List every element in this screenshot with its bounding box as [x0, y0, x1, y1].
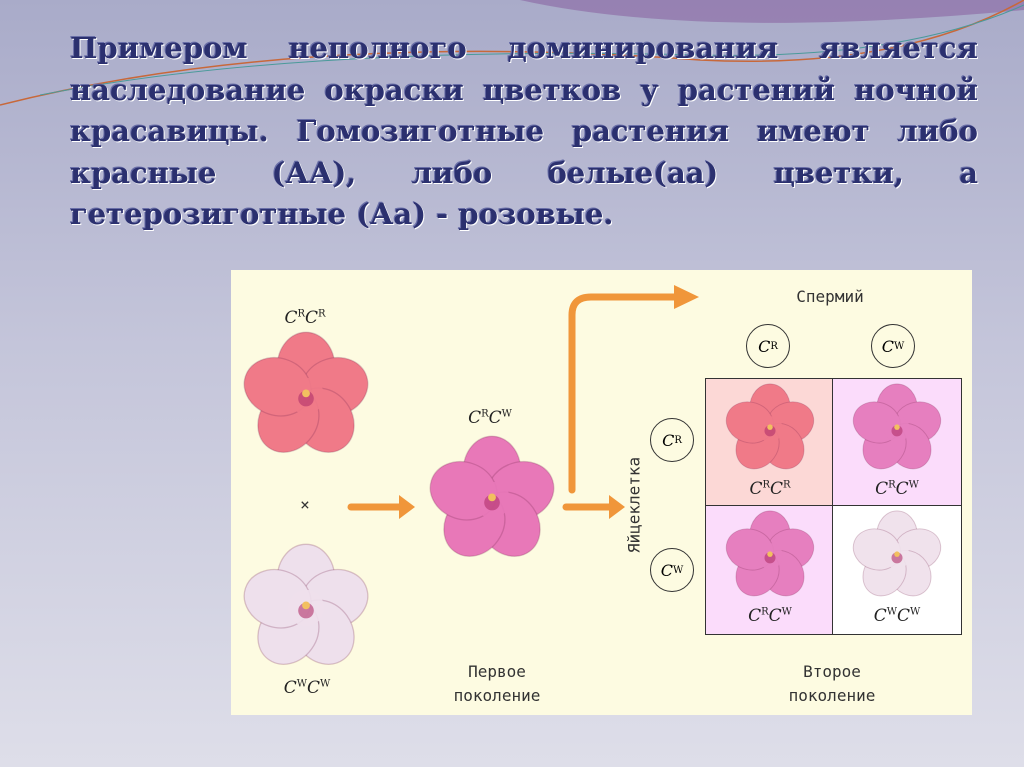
offspring-genotype: CRCW [875, 479, 919, 499]
egg-label: Яйцеклетка [624, 456, 644, 554]
arrowhead-icon [609, 495, 625, 519]
genotype-parent-red: CRCR [284, 308, 326, 328]
offspring-flower [851, 510, 943, 606]
cross-symbol: × [300, 495, 310, 514]
arrow-icon [568, 293, 680, 494]
flower-icon [852, 383, 942, 470]
offspring-genotype: CWCW [873, 606, 921, 626]
title-line: красавицы. Гомозиготные растения имеют л… [70, 114, 978, 148]
title-line: наследование окраски цветков у растений … [70, 72, 978, 107]
offspring-flower [851, 383, 943, 479]
offspring-genotype: CRCR [749, 479, 791, 499]
arrows [347, 285, 699, 519]
pink-flower [427, 435, 557, 569]
title-line: Примером неполного доминирования являетс… [70, 31, 978, 65]
punnett-cell: CWCW [832, 505, 962, 635]
decorative-swoosh [0, 0, 1024, 106]
first-generation-label: Первое поколение [454, 660, 541, 708]
flower-icon [429, 435, 555, 557]
second-generation-label: Второе поколение [789, 660, 876, 708]
offspring-genotype: CRCW [748, 606, 792, 626]
punnett-cell: CRCW [705, 505, 835, 635]
flower-icon [852, 510, 942, 597]
genotype-f1: CRCW [468, 408, 512, 428]
genotype-parent-white: CWCW [283, 678, 331, 698]
flower-icon [243, 331, 369, 453]
offspring-flower [724, 510, 816, 606]
arrowhead-icon [674, 285, 699, 309]
title-line: красные (АА), либо белые(аа) цветки, а [70, 155, 978, 190]
red-flower [241, 331, 371, 465]
label-line: Второе [803, 662, 861, 681]
flower-icon [243, 543, 369, 665]
slide-title-text: Примером неполного доминирования являетс… [70, 28, 978, 236]
punnett-square: CRCR CRCW CRCW CWCW [705, 378, 962, 635]
label-line: Первое [468, 662, 526, 681]
flower-icon [725, 383, 815, 470]
offspring-flower [724, 383, 816, 479]
punnett-cell: CRCR [705, 378, 835, 508]
white-flower [241, 543, 371, 677]
punnett-cell: CRCW [832, 378, 962, 508]
sperm-label: Спермий [796, 287, 864, 306]
label-line: поколение [788, 686, 876, 705]
flower-icon [725, 510, 815, 597]
label-line: поколение [453, 686, 541, 705]
title-line: гетерозиготные (Аа) - розовые. [70, 197, 614, 231]
arrowhead-icon [399, 495, 415, 519]
